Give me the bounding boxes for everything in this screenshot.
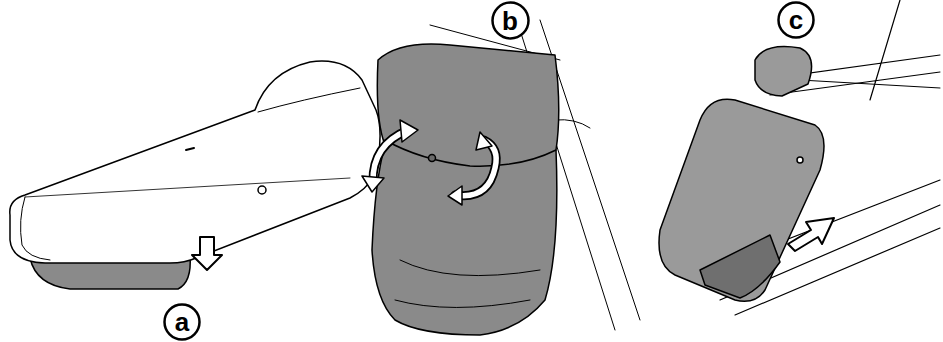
callout-letter: c [789,7,803,33]
panel-a-illustration [10,61,380,289]
panel-c-illustration [659,0,940,315]
callout-circle: a [163,303,201,341]
callout-circle: c [777,1,815,39]
callout-letter: a [175,309,189,335]
callout-circle: b [491,1,530,40]
callout-letter: b [502,8,518,34]
panel-b-illustration [362,20,640,335]
